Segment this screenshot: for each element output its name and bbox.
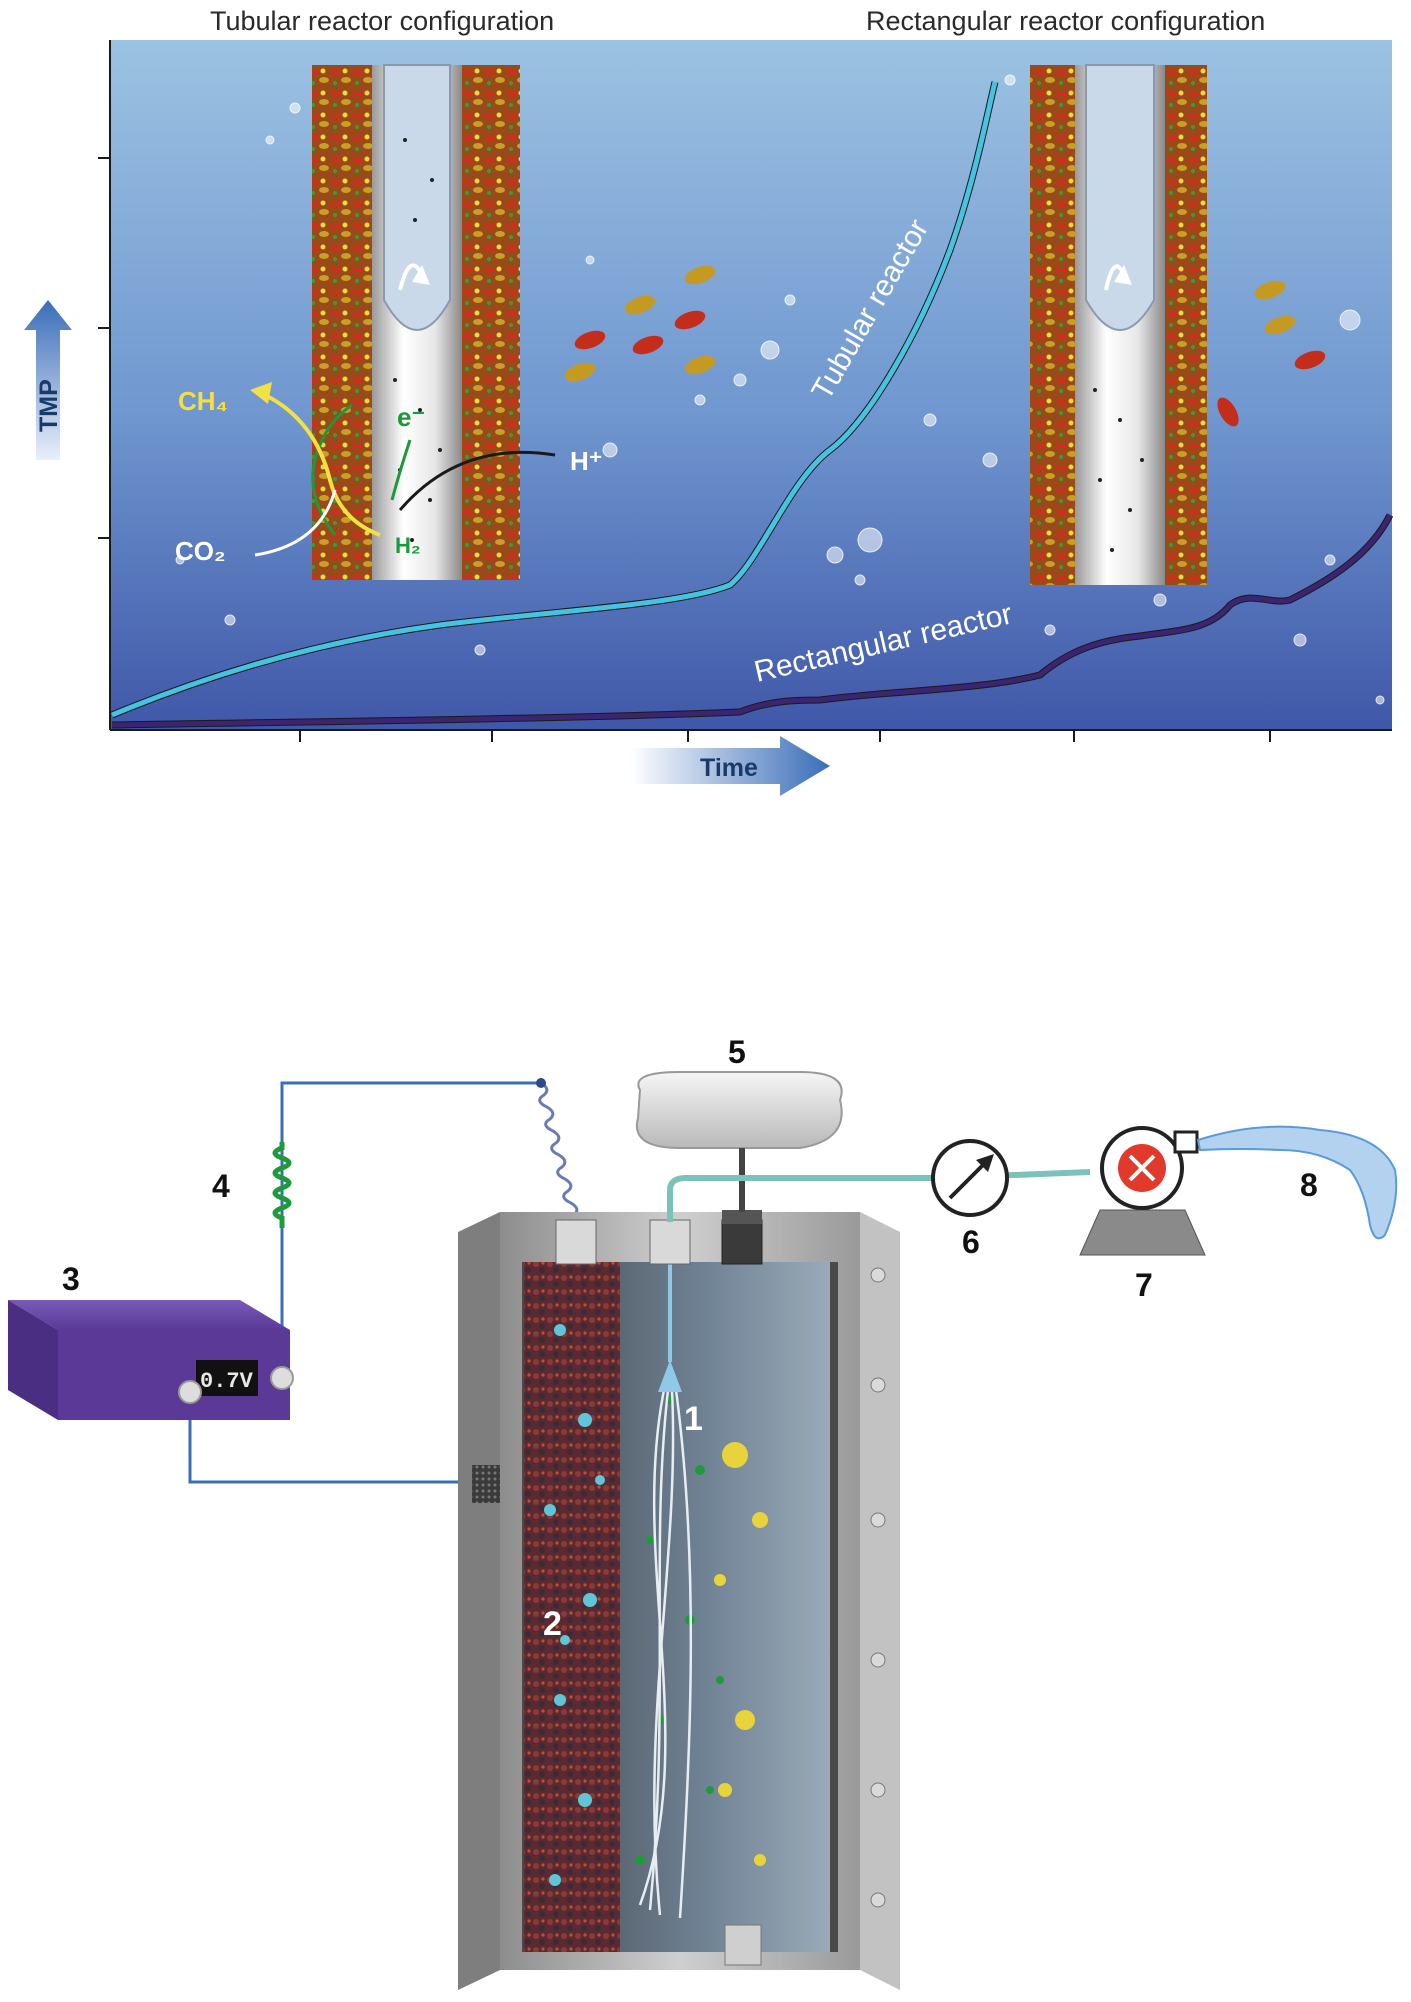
reactor-tank: [458, 1210, 900, 1990]
terminal-positive: [270, 1366, 294, 1390]
y-axis-label: TMP: [35, 379, 63, 432]
label-co2: CO₂: [175, 536, 226, 566]
tmp-axis-arrow: TMP: [24, 300, 72, 460]
label-7: 7: [1135, 1267, 1153, 1303]
label-6: 6: [962, 1224, 980, 1260]
terminal-negative: [178, 1380, 202, 1404]
tubular-reactor-curve-color: [111, 81, 998, 718]
label-ch4: CH₄: [178, 386, 228, 416]
heading-rectangular: Rectangular reactor configuration: [866, 6, 1265, 36]
voltage-display-value: 0.7V: [200, 1369, 254, 1394]
label-electron: e⁻: [397, 402, 425, 432]
chemistry-annotations: CH₄ CO₂ H₂ e⁻ H⁺: [175, 382, 603, 566]
mesh-connector: [472, 1465, 500, 1503]
tank-bolts: [870, 1267, 886, 1908]
label-proton: H⁺: [570, 446, 603, 476]
label-1: 1: [684, 1400, 703, 1438]
rectangular-membrane-illustration: [1030, 64, 1207, 585]
heading-tubular: Tubular reactor configuration: [210, 6, 554, 36]
time-axis-arrow: Time: [630, 736, 830, 796]
label-3: 3: [62, 1261, 80, 1297]
pump: [1079, 1126, 1206, 1256]
rectangular-reactor-curve-color: [111, 513, 1393, 728]
tubular-membrane-illustration: [312, 64, 520, 580]
water-discharge: [1196, 1125, 1398, 1240]
floating-bacteria: [564, 265, 1326, 427]
label-8: 8: [1300, 1167, 1318, 1203]
wire-joint: [536, 1078, 546, 1088]
anode-granules: [524, 1262, 620, 1952]
label-h2: H₂: [395, 533, 421, 558]
membrane-module-head: [658, 1360, 682, 1392]
top-panel: Tubular reactor configuration Rectangula…: [24, 6, 1394, 796]
label-2: 2: [543, 1605, 562, 1643]
resistor: [272, 1142, 292, 1228]
pressure-gauge: [931, 1139, 1009, 1217]
label-5: 5: [728, 1034, 746, 1070]
voltage-display: [196, 1360, 258, 1396]
tank-ports: [555, 1210, 763, 1966]
x-axis-label: Time: [700, 754, 758, 782]
reactor-liquid: [620, 1262, 830, 1952]
bottom-panel: 0.7V: [8, 1034, 1398, 1990]
permeate-tube: [667, 1169, 1091, 1222]
y-ticks: [98, 157, 110, 539]
power-supply: 0.7V: [8, 1300, 294, 1420]
label-4: 4: [212, 1168, 230, 1204]
x-ticks: [299, 730, 1271, 742]
